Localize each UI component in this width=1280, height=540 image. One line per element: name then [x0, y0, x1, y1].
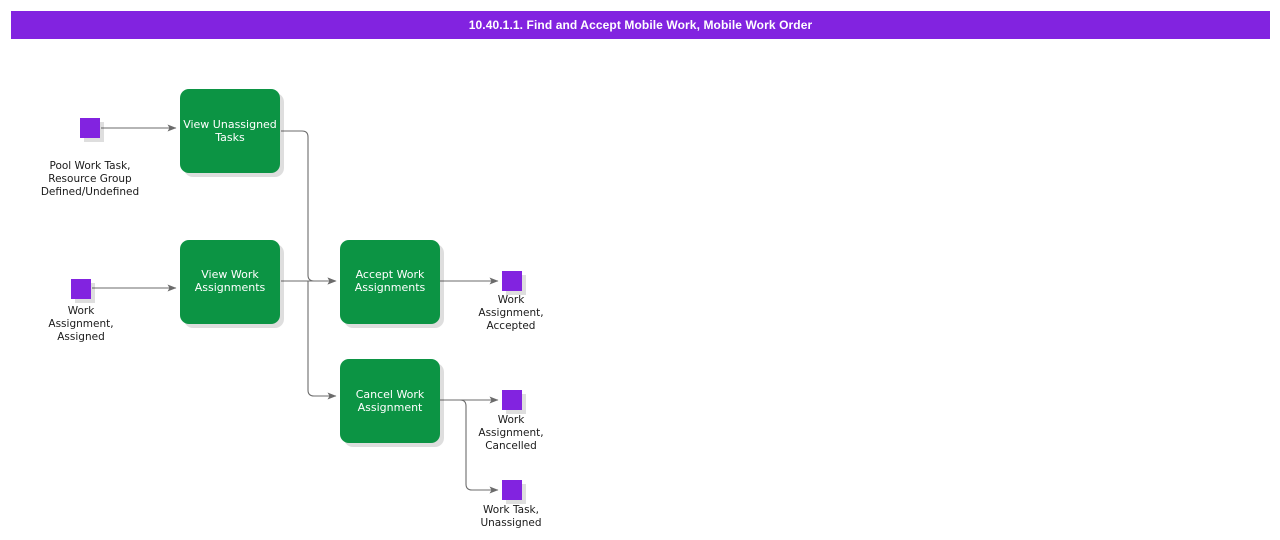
event-label-line1: Work [68, 305, 96, 317]
event-label-line2: Unassigned [480, 517, 541, 529]
event-label-line1: Work [498, 294, 526, 306]
event-label-line3: Assigned [57, 331, 105, 343]
activity-cancel-work-assignment[interactable]: Cancel Work Assignment [340, 359, 444, 447]
event-label-line3: Cancelled [485, 440, 537, 452]
activity-label-line1: View Unassigned [183, 118, 277, 131]
event-label-line3: Defined/Undefined [41, 186, 139, 198]
activity-shape [180, 89, 280, 173]
event-shape [502, 271, 522, 291]
event-label-line3: Accepted [487, 320, 536, 332]
event-shape [502, 390, 522, 410]
activity-label-line2: Tasks [214, 131, 245, 144]
activity-label-line2: Assignments [355, 281, 426, 294]
event-label-line2: Assignment, [478, 307, 543, 319]
activity-label-line2: Assignment [358, 401, 423, 414]
event-label-line2: Assignment, [48, 318, 113, 330]
event-label-line1: Work [498, 414, 526, 426]
event-label-line1: Pool Work Task, [50, 160, 131, 172]
activity-label-line2: Assignments [195, 281, 266, 294]
activity-shape [340, 359, 440, 443]
activity-label-line1: Cancel Work [356, 388, 425, 401]
activity-label-line1: Accept Work [356, 268, 425, 281]
event-label-line2: Assignment, [478, 427, 543, 439]
connector-view-unassigned-to-cancel [307, 281, 337, 400]
page-title-banner: 10.40.1.1. Find and Accept Mobile Work, … [11, 11, 1270, 39]
connector-layer [92, 124, 499, 494]
event-work-assignment-assigned[interactable]: Work Assignment, Assigned [48, 279, 114, 343]
event-label-line1: Work Task, [483, 504, 539, 516]
connector-view-unassigned-to-accept [281, 130, 337, 285]
event-shape [502, 480, 522, 500]
event-work-assignment-accepted[interactable]: Work Assignment, Accepted [478, 271, 544, 332]
activity-accept-work-assignments[interactable]: Accept Work Assignments [340, 240, 444, 328]
event-pool-work-task[interactable]: Pool Work Task, Resource Group Defined/U… [41, 118, 139, 198]
activity-label-line1: View Work [201, 268, 259, 281]
activity-view-unassigned-tasks[interactable]: View Unassigned Tasks [180, 89, 284, 177]
activity-view-work-assignments[interactable]: View Work Assignments [180, 240, 284, 328]
activity-shape [340, 240, 440, 324]
event-shape [80, 118, 100, 138]
page-title: 10.40.1.1. Find and Accept Mobile Work, … [468, 18, 813, 32]
event-work-task-unassigned[interactable]: Work Task, Unassigned [480, 480, 542, 529]
event-work-assignment-cancelled[interactable]: Work Assignment, Cancelled [478, 390, 544, 452]
activity-shape [180, 240, 280, 324]
connector-cancel-to-unassigned-event [459, 399, 499, 494]
event-shape [71, 279, 91, 299]
event-label-line2: Resource Group [48, 173, 132, 185]
